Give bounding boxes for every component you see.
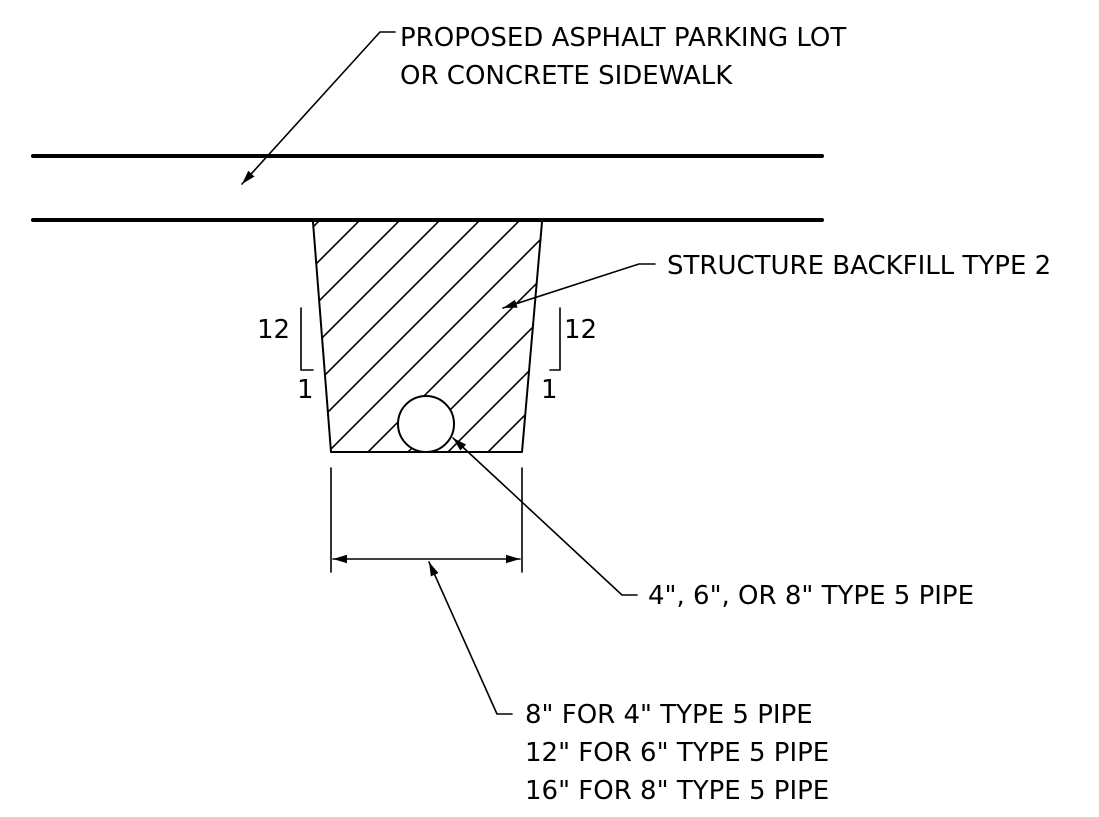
pipe-label: 4", 6", OR 8" TYPE 5 PIPE	[648, 581, 974, 611]
slope-symbol-left	[300, 307, 314, 371]
slope-left-run: 1	[297, 375, 314, 405]
slope-right-rise: 12	[564, 315, 597, 345]
hatch-line	[429, 222, 542, 452]
width-note-line1: 8" FOR 4" TYPE 5 PIPE	[525, 700, 813, 730]
hatch-line	[349, 222, 542, 452]
width-note-line3: 16" FOR 8" TYPE 5 PIPE	[525, 776, 829, 806]
slope-left-rise: 12	[257, 315, 290, 345]
hatch-line	[590, 200, 860, 470]
pavement-label-line1: PROPOSED ASPHALT PARKING LOT	[400, 23, 846, 53]
hatch-line	[509, 222, 542, 452]
hatch-line	[630, 200, 900, 470]
backfill-hatch	[0, 200, 900, 470]
width-note-line2: 12" FOR 6" TYPE 5 PIPE	[525, 738, 829, 768]
hatch-line	[469, 222, 542, 452]
slope-symbol-right	[549, 307, 561, 371]
backfill-label: STRUCTURE BACKFILL TYPE 2	[667, 251, 1051, 281]
slope-right-run: 1	[541, 375, 558, 405]
hatch-line	[313, 222, 341, 452]
pipe-circle	[397, 395, 455, 453]
backfill-leader	[502, 263, 656, 309]
hatch-line	[0, 200, 220, 470]
hatch-line	[313, 222, 501, 452]
hatch-line	[0, 200, 260, 470]
hatch-line	[313, 222, 542, 452]
hatch-line	[313, 222, 461, 452]
pavement-label-line2: OR CONCRETE SIDEWALK	[400, 61, 733, 91]
pavement-leader	[241, 31, 396, 185]
hatch-line	[313, 222, 381, 452]
hatch-line	[313, 222, 421, 452]
width-leader	[428, 561, 513, 715]
pipe-leader	[452, 437, 638, 596]
